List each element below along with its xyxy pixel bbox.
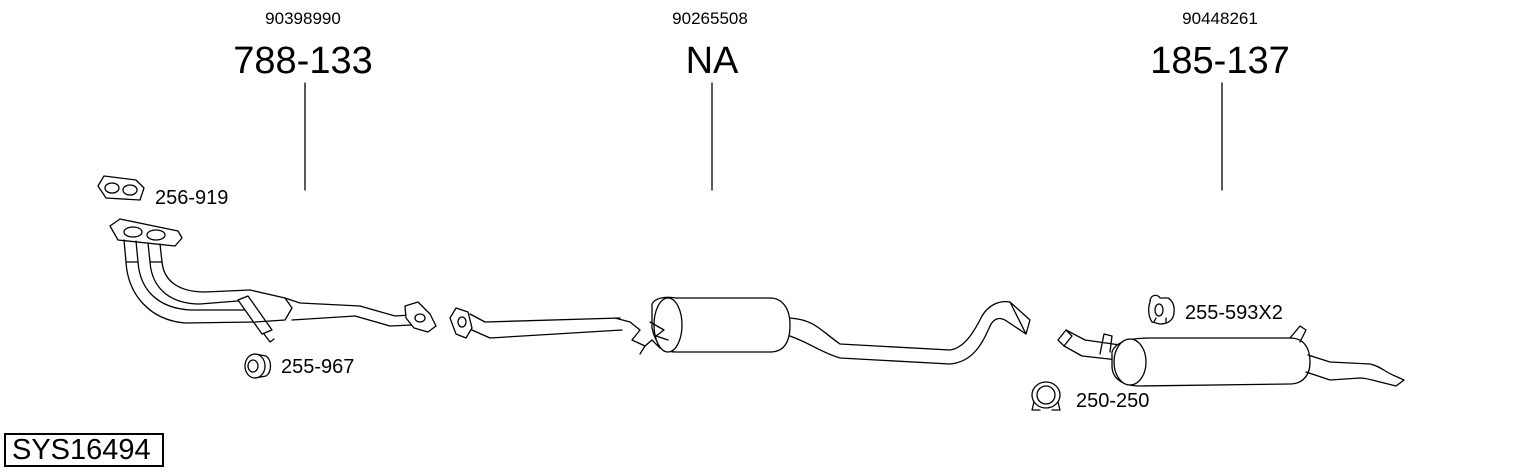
accessory-label-gasket[interactable]: 256-919 — [155, 187, 229, 209]
oe-number-rear-silencer: 90448261 — [1182, 9, 1258, 28]
rear-silencer-drawing[interactable] — [1057, 325, 1405, 387]
pipe-clamp-icon[interactable] — [1031, 381, 1061, 411]
rubber-mount-icon[interactable] — [244, 353, 272, 379]
accessory-label-hanger-ring[interactable]: 255-593X2 — [1185, 302, 1283, 324]
part-number-middle-silencer[interactable]: NA — [685, 40, 739, 82]
system-code-box: SYS16494 — [4, 433, 164, 467]
middle-silencer-drawing[interactable] — [449, 296, 1031, 365]
oe-number-front-pipe: 90398990 — [265, 9, 341, 28]
gasket-icon[interactable] — [97, 175, 145, 201]
part-number-front-pipe[interactable]: 788-133 — [233, 40, 373, 82]
accessory-label-rubber-mount[interactable]: 255-967 — [281, 356, 355, 378]
hanger-ring-icon[interactable] — [1148, 294, 1175, 325]
front-pipe-drawing[interactable] — [109, 218, 437, 343]
part-number-rear-silencer[interactable]: 185-137 — [1150, 40, 1290, 82]
accessory-label-pipe-clamp[interactable]: 250-250 — [1076, 390, 1150, 412]
oe-number-middle-silencer: 90265508 — [672, 9, 748, 28]
